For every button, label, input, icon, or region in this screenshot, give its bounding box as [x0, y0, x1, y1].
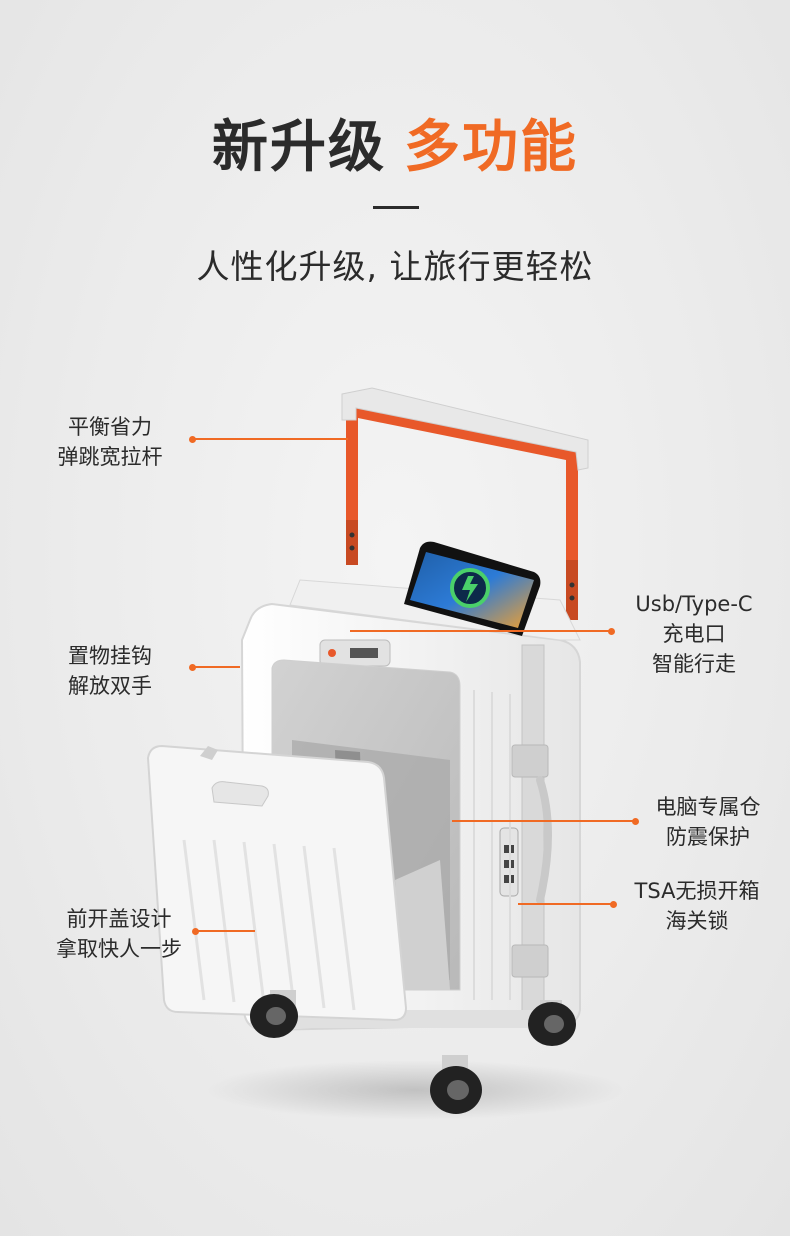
callout-hook-line1: 置物挂钩 [68, 644, 152, 668]
title-divider [373, 206, 419, 209]
callout-handle: 平衡省力 弹跳宽拉杆 [38, 412, 182, 472]
callout-handle-line1: 平衡省力 [68, 415, 152, 439]
callout-laptop-line [452, 820, 634, 822]
lightning-bolt-icon [462, 576, 478, 602]
callout-laptop-dot [632, 818, 639, 825]
callout-laptop-line2: 防震保护 [666, 825, 750, 849]
callout-laptop-line1: 电脑专属仓 [655, 795, 761, 819]
callout-hook-line [192, 666, 240, 668]
callout-tsa: TSA无损开箱 海关锁 [618, 876, 776, 936]
callout-handle-line2: 弹跳宽拉杆 [57, 445, 163, 469]
telescopic-handle [341, 387, 589, 620]
callout-hook-line2: 解放双手 [68, 674, 152, 698]
callout-handle-line [192, 438, 348, 440]
floor-shadow [205, 1060, 625, 1120]
page-subtitle: 人性化升级, 让旅行更轻松 [196, 247, 594, 286]
callout-tsa-line1: TSA无损开箱 [634, 879, 760, 903]
callout-tsa-line2: 海关锁 [665, 909, 729, 933]
callout-usb-dot [608, 628, 615, 635]
callout-front-cover-line [195, 930, 255, 932]
title-accent: 多功能 [404, 115, 578, 180]
callout-usb: Usb/Type-C 充电口 智能行走 [618, 589, 770, 679]
page-title: 新升级多功能 [0, 108, 790, 188]
callout-tsa-dot [610, 901, 617, 908]
callout-usb-line1: Usb/Type-C [635, 592, 753, 616]
phone-charging [404, 541, 541, 636]
callout-front-cover-line1: 前开盖设计 [66, 907, 172, 931]
title-main: 新升级 [212, 115, 386, 180]
wheels [250, 990, 576, 1114]
callout-usb-line2: 充电口 [662, 622, 726, 646]
callout-usb-line3: 智能行走 [652, 652, 736, 676]
callout-front-cover: 前开盖设计 拿取快人一步 [48, 904, 190, 964]
callout-front-cover-line2: 拿取快人一步 [56, 937, 182, 961]
front-cover [146, 744, 408, 1022]
callout-tsa-line [518, 903, 612, 905]
callout-hook: 置物挂钩 解放双手 [40, 641, 180, 701]
callout-usb-line [350, 630, 610, 632]
callout-laptop: 电脑专属仓 防震保护 [640, 792, 776, 852]
